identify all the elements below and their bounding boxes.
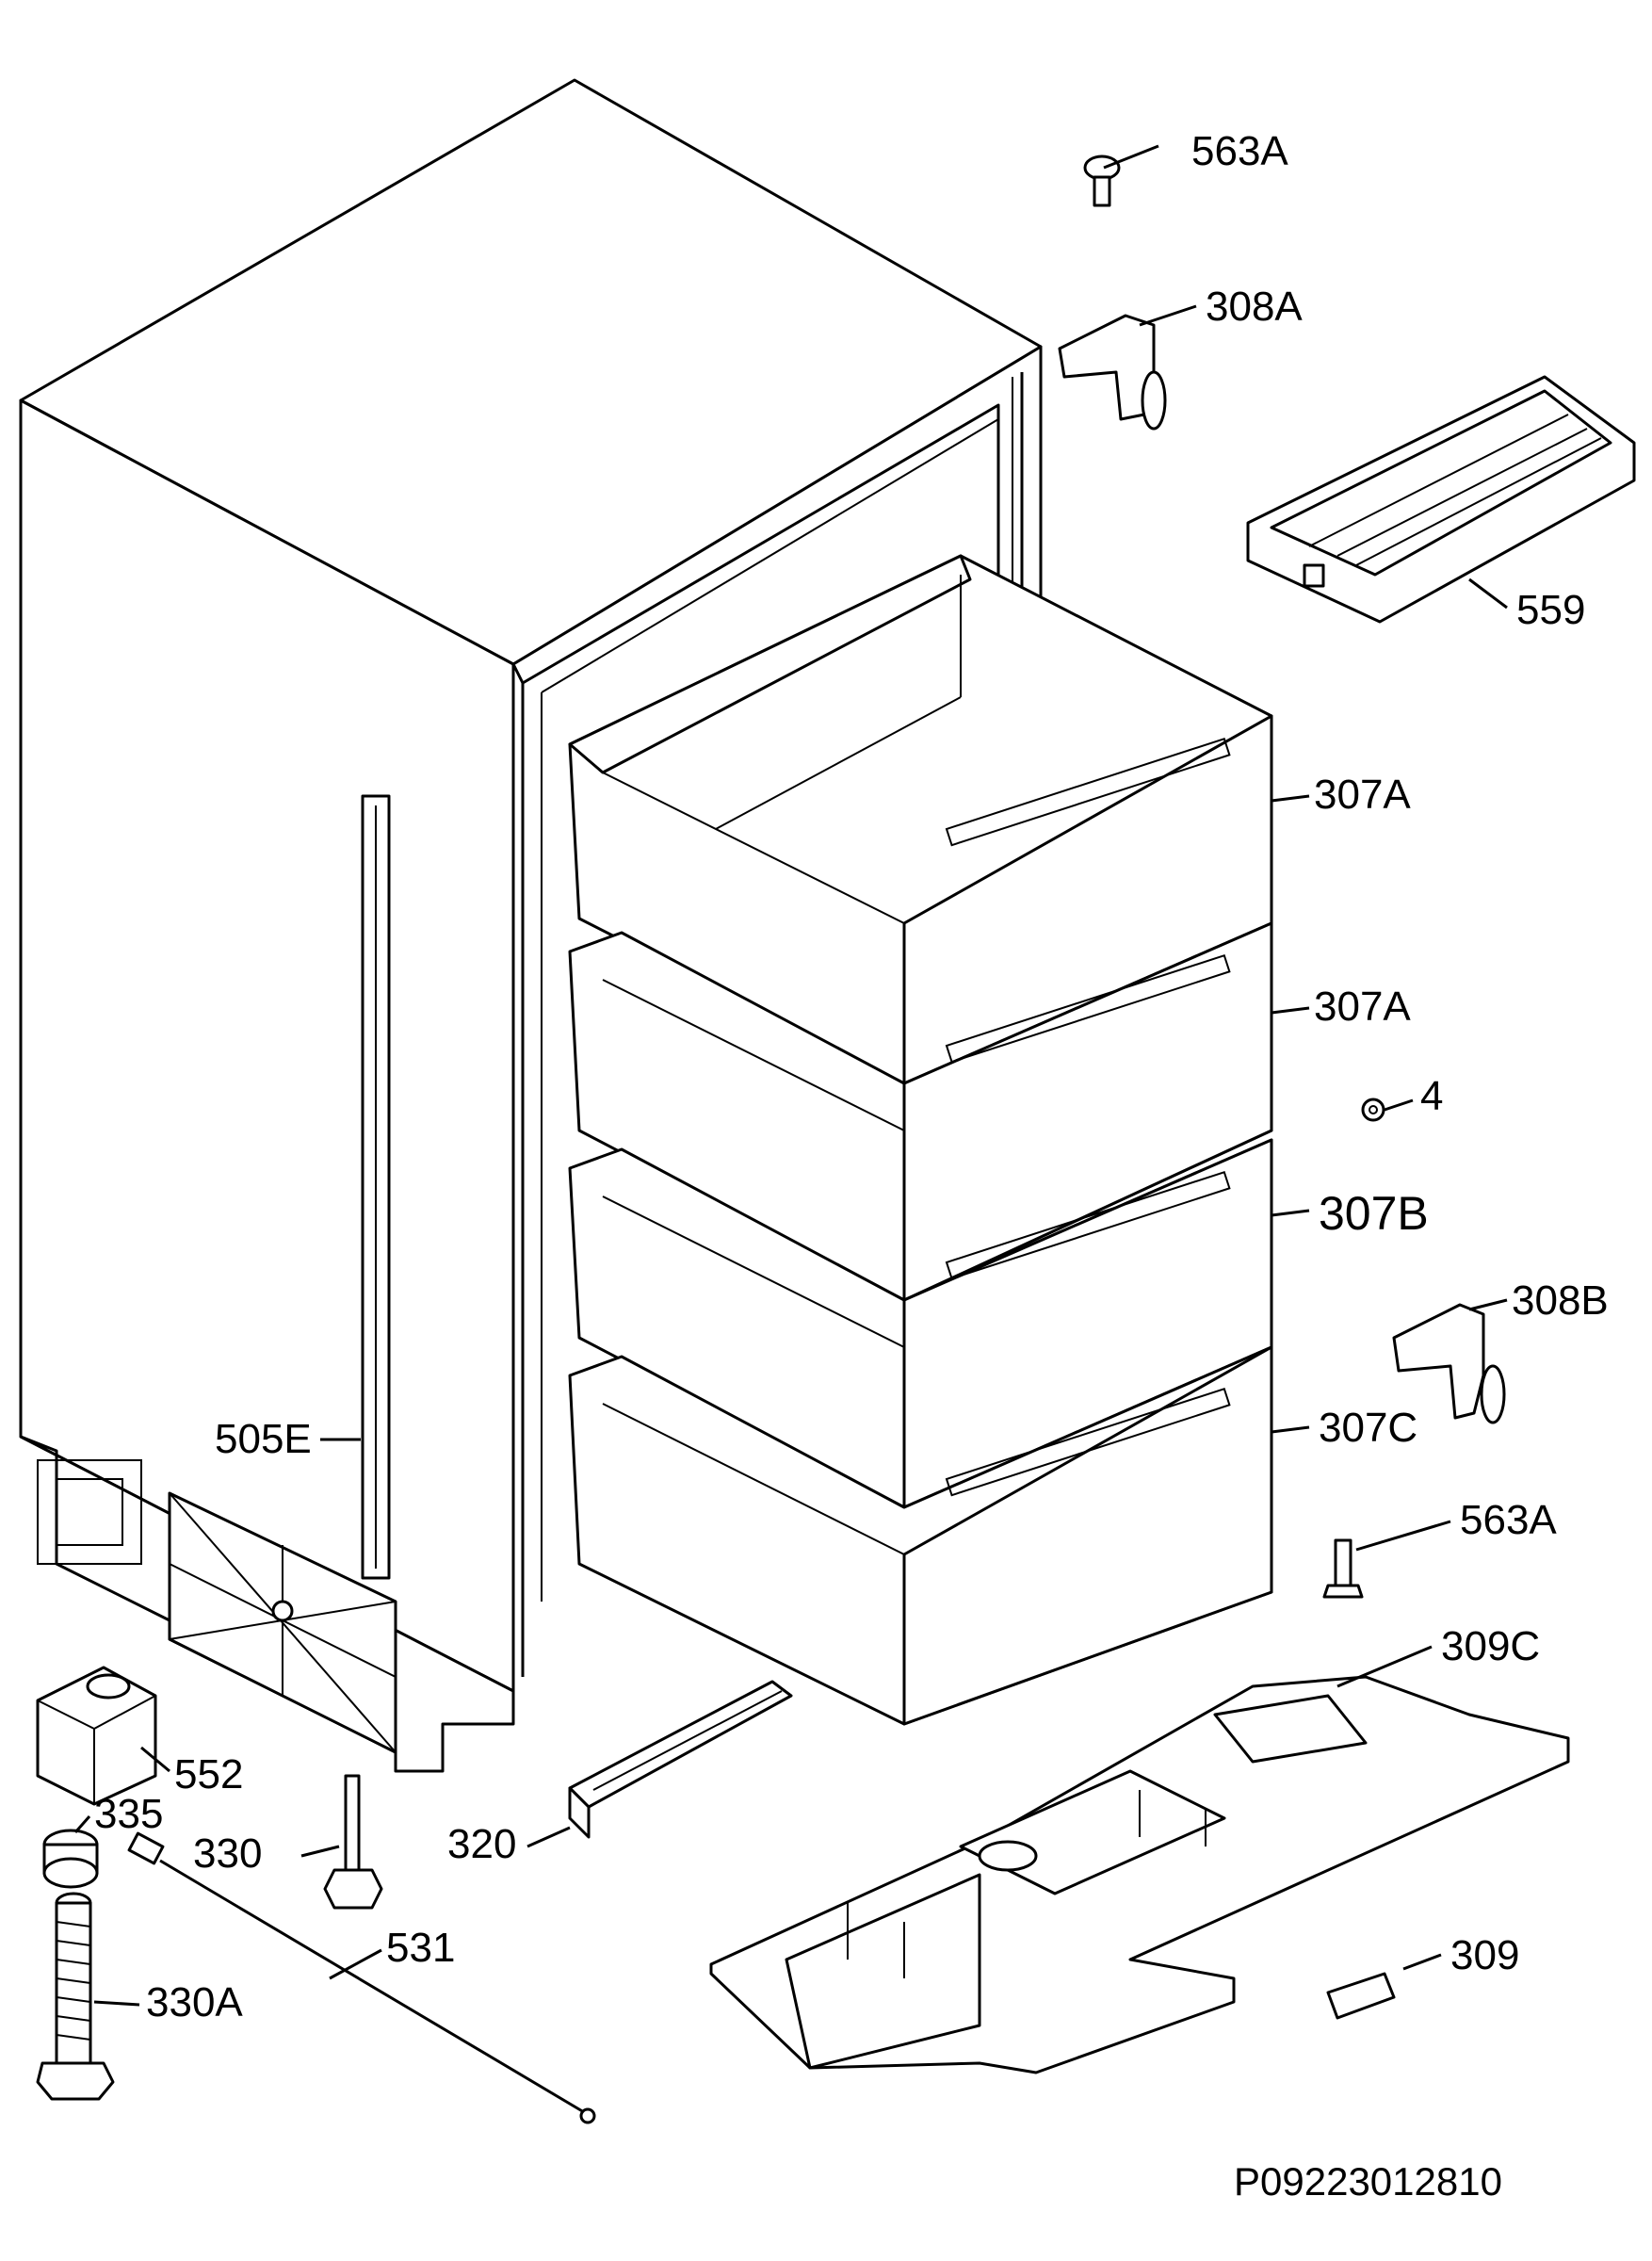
label-505e: 505E — [215, 1416, 312, 1462]
label-308b: 308B — [1512, 1277, 1609, 1324]
hinge-308a — [1058, 314, 1167, 431]
door-gasket-strip-505e — [361, 794, 391, 1580]
label-4: 4 — [1420, 1073, 1443, 1119]
adjustable-foot-330 — [323, 1774, 383, 1910]
label-335: 335 — [94, 1791, 163, 1837]
label-307c: 307C — [1319, 1405, 1417, 1451]
drawer-307b — [568, 1138, 1273, 1509]
leader-lines — [73, 144, 1508, 2007]
label-330a: 330A — [146, 1979, 243, 2025]
foot-bracket-552 — [36, 1666, 157, 1806]
nut-335 — [42, 1829, 99, 1889]
plug-563a-top — [1083, 155, 1121, 207]
label-320: 320 — [447, 1821, 516, 1867]
label-307a-top: 307A — [1314, 772, 1411, 818]
label-563a-top: 563A — [1191, 128, 1288, 174]
cover-strip-320 — [568, 1680, 793, 1839]
screw-563a-bottom — [1322, 1538, 1364, 1599]
drawer-307a-middle — [568, 921, 1273, 1302]
hinge-308b — [1392, 1303, 1506, 1424]
label-307a-middle: 307A — [1314, 984, 1411, 1030]
label-307b: 307B — [1319, 1187, 1429, 1240]
cabinet-body — [19, 78, 1043, 1773]
label-309: 309 — [1450, 1932, 1519, 1978]
label-330: 330 — [193, 1830, 262, 1877]
drawing-code: P09223012810 — [1234, 2159, 1502, 2204]
label-563a-bottom: 563A — [1460, 1497, 1557, 1543]
label-531: 531 — [386, 1925, 455, 1971]
label-309c: 309C — [1441, 1623, 1540, 1669]
drawer-307c — [568, 1345, 1273, 1726]
drain-rod-531 — [127, 1831, 596, 2124]
label-552: 552 — [174, 1751, 243, 1797]
part-labels: 563A 308A 559 307A 307A 4 307B 308B 307C… — [94, 128, 1609, 2204]
adjustable-foot-330a — [36, 1892, 115, 2101]
ice-tray-559 — [1246, 375, 1636, 624]
bottom-tray-309c — [709, 1675, 1570, 2074]
label-plate-309 — [1326, 1972, 1396, 2020]
label-559: 559 — [1516, 587, 1585, 633]
label-308a: 308A — [1206, 284, 1303, 330]
screw-4 — [1361, 1098, 1385, 1122]
